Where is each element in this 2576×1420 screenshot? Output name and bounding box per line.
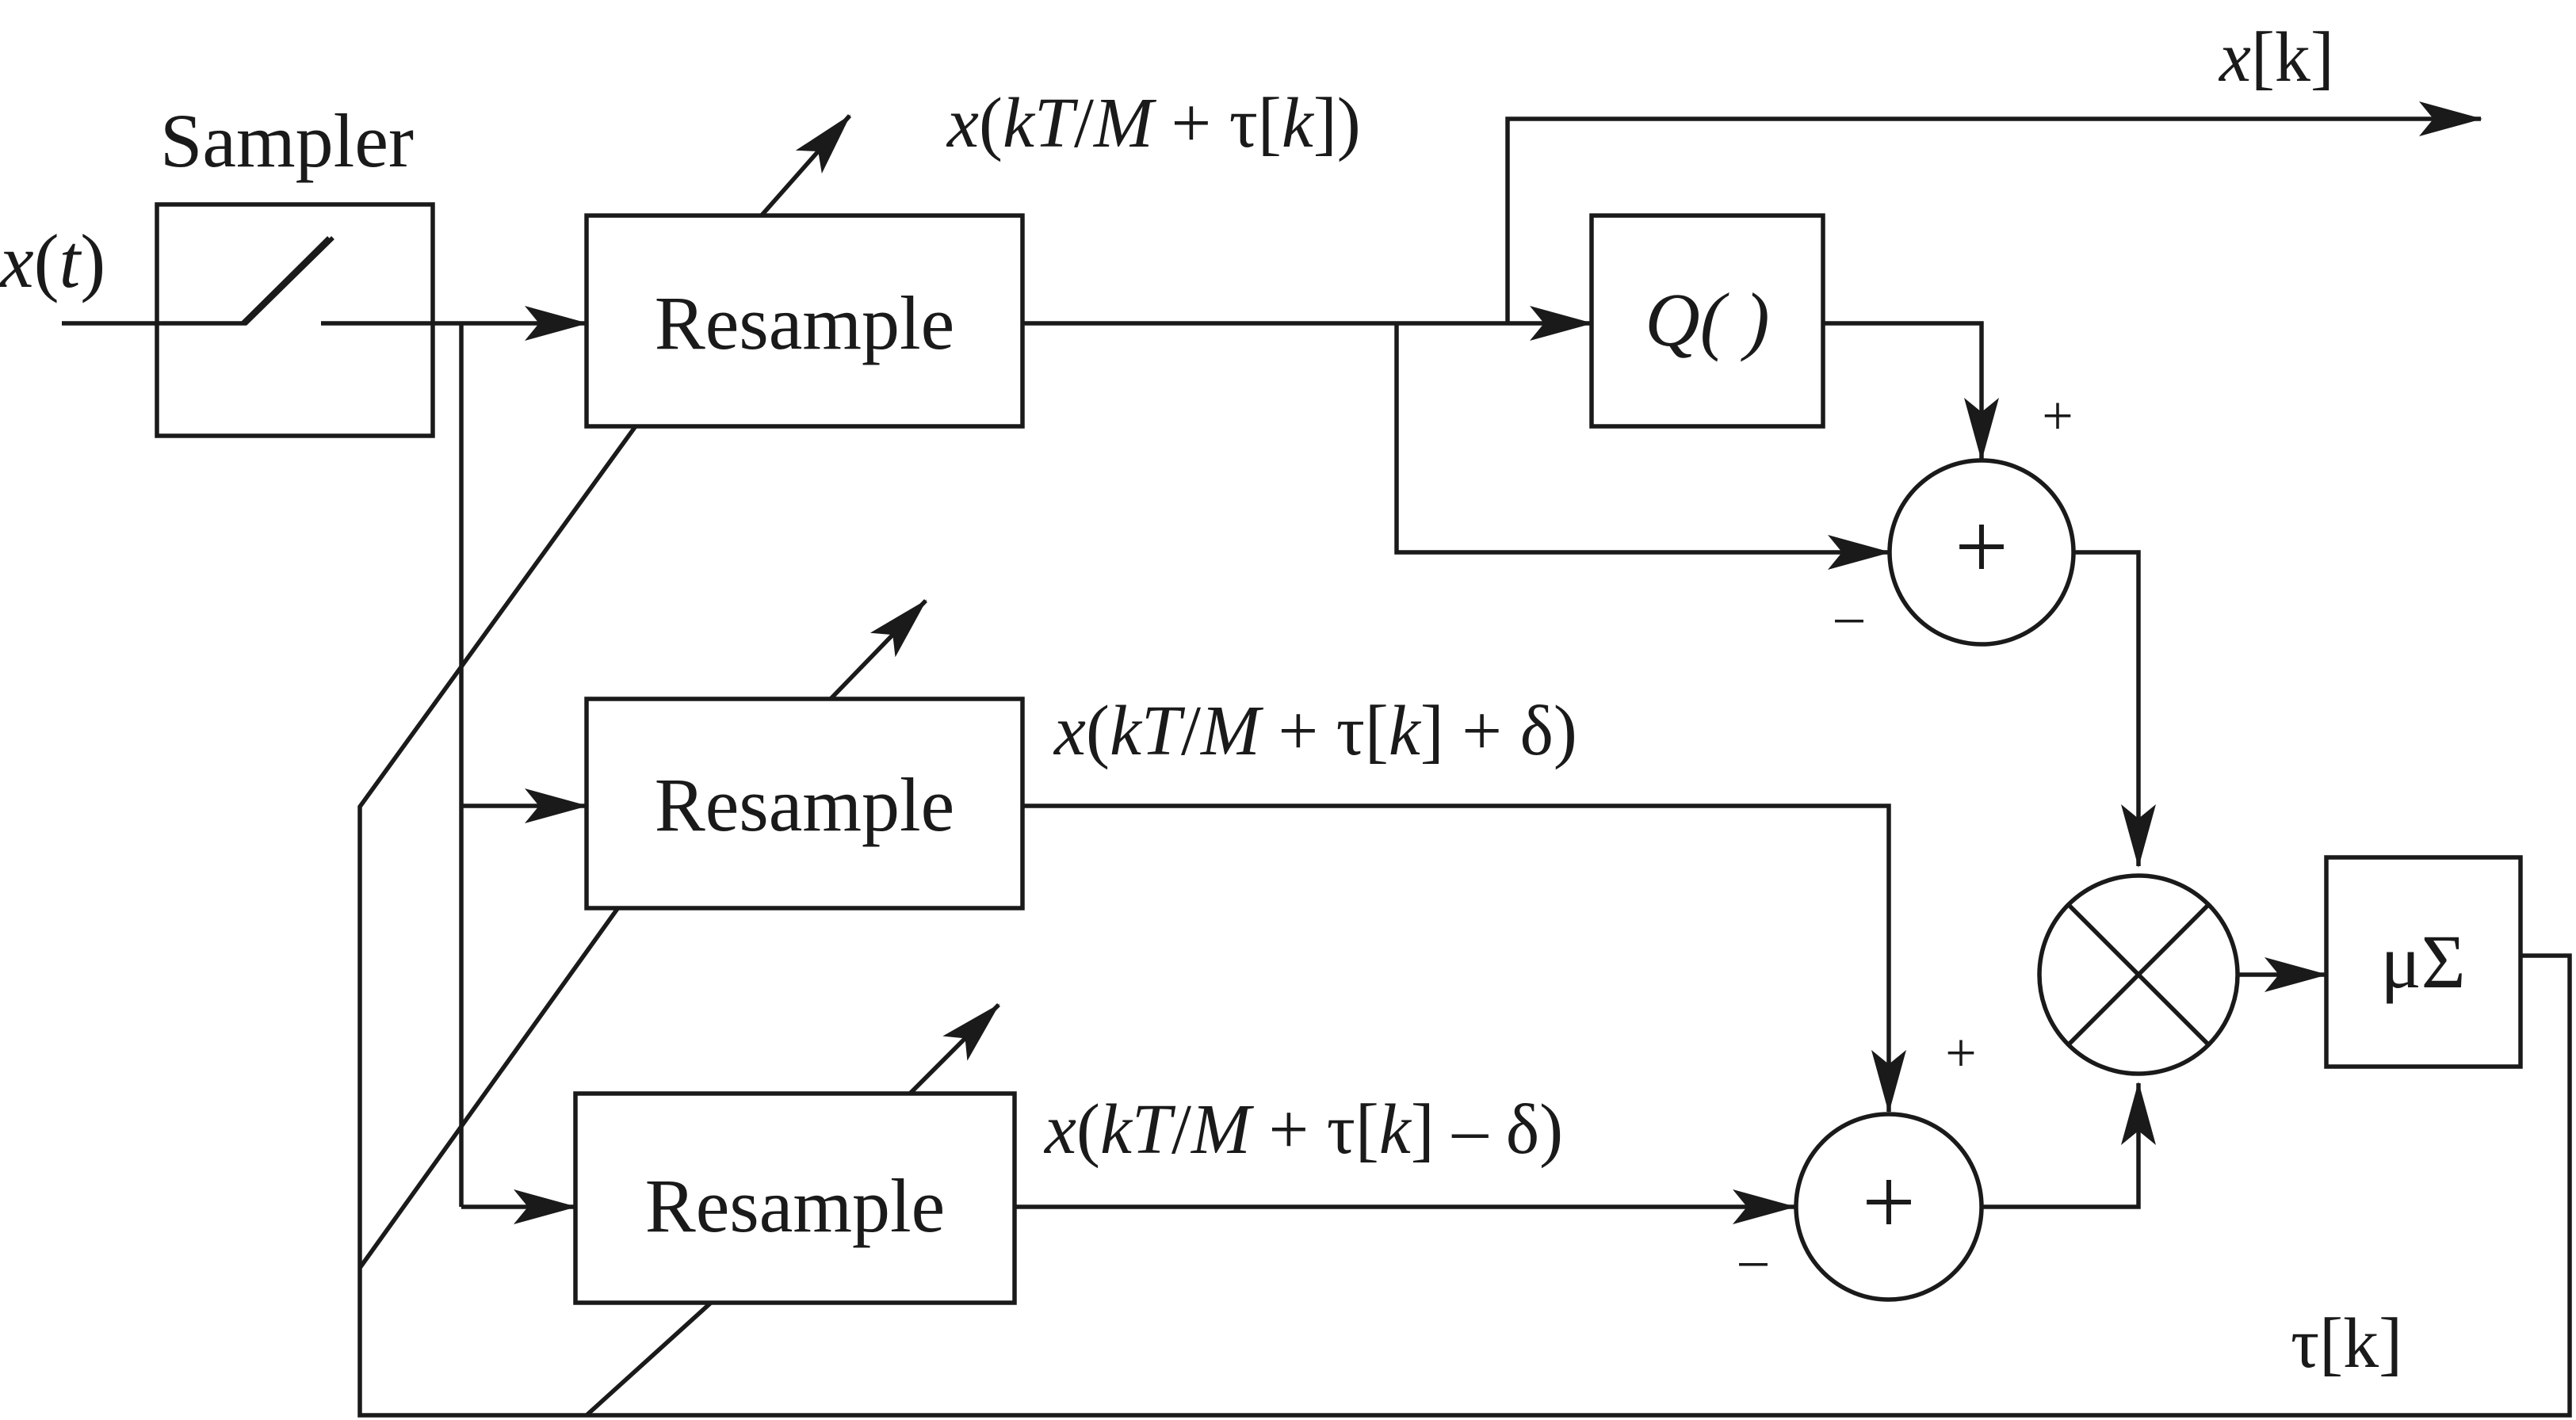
quantizer-box	[1589, 213, 1825, 429]
feedback-tau-label: τ[k]	[2291, 1304, 2402, 1383]
adder-bottom-minus-sign: –	[1739, 1229, 1768, 1290]
sampler-block	[155, 202, 435, 438]
output-xk-wire	[1505, 101, 2482, 323]
adder-top-symbol: +	[1955, 494, 2008, 599]
resample-mid-adjust-arrow	[827, 599, 927, 703]
resample-top-label: Resample	[655, 281, 955, 365]
sampler-switch	[241, 236, 331, 325]
adder-top-minus-sign: –	[1835, 586, 1864, 647]
resample-bot-adjust-arrow	[908, 1003, 1000, 1095]
resample-mid-label: Resample	[655, 762, 955, 847]
adder-top-plus-sign: +	[2042, 386, 2073, 447]
quantizer-label: Q( )	[1645, 277, 1769, 362]
signal-top-label: x(kT/M + τ[k])	[946, 84, 1361, 162]
adder-bottom-plus-sign: +	[1945, 1023, 1976, 1084]
input-wire	[62, 236, 334, 326]
resample-top-box	[584, 213, 1025, 429]
accumulator-label: μΣ	[2380, 919, 2465, 1004]
input-label: x(t)	[0, 219, 105, 303]
signal-bot-label: x(kT/M + τ[k] – δ)	[1043, 1090, 1563, 1169]
output-xk-label: x[k]	[2218, 18, 2334, 97]
resample-bot-box	[573, 1091, 1017, 1305]
resample-mid-box	[584, 697, 1025, 910]
signal-mid-label: x(kT/M + τ[k] + δ)	[1053, 692, 1577, 770]
direct-to-adder-top-wire	[1394, 323, 1891, 570]
feedback-to-resample-bot	[585, 1300, 713, 1418]
adder-bot-to-multiplier-wire	[1982, 1082, 2156, 1209]
resample-bot-label: Resample	[645, 1163, 946, 1248]
resample-mid-output-wire	[1022, 804, 1906, 1113]
adder-bottom-symbol: +	[1862, 1149, 1916, 1254]
q-to-adder-top-wire	[1823, 321, 1999, 461]
feedback-tau-wire	[357, 422, 2572, 1418]
adder-top-to-multiplier-wire	[2073, 550, 2156, 868]
multiplier-node	[2037, 873, 2240, 1076]
adder-bottom: +	[1794, 1112, 1984, 1302]
sampler-label: Sampler	[160, 98, 414, 183]
adder-top: +	[1887, 458, 2076, 647]
feedback-to-resample-mid	[357, 905, 621, 1269]
resample-top-adjust-arrow	[757, 114, 852, 219]
accumulator-box	[2324, 855, 2523, 1069]
